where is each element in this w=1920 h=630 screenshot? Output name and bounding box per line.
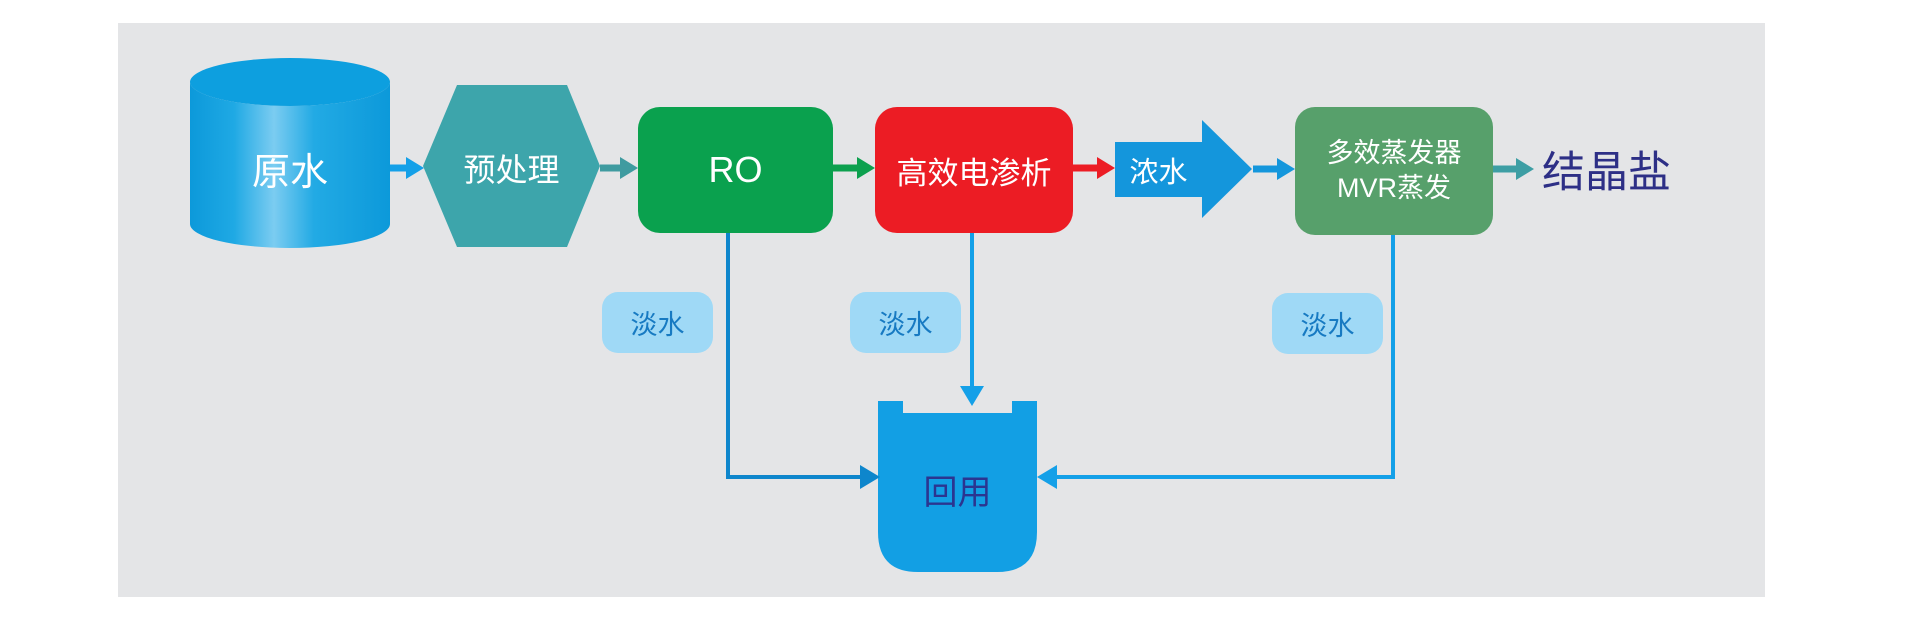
arrow-ro-to-electrodialysis bbox=[833, 157, 875, 179]
arrow-evaporator-to-salt bbox=[1493, 158, 1534, 180]
node-evaporator-label-line2: MVR蒸发 bbox=[1337, 173, 1451, 203]
stream-label-fresh-water-ro: 淡水 bbox=[602, 292, 713, 353]
arrow-raw-to-pretreatment bbox=[390, 157, 424, 179]
arrow-electrodialysis-to-concentrate bbox=[1073, 157, 1115, 179]
node-evaporator-label-line1: 多效蒸发器 bbox=[1326, 137, 1462, 168]
node-electrodialysis-box: 高效电渗析 bbox=[875, 107, 1073, 233]
stream-label-fresh-water-evaporator: 淡水 bbox=[1272, 293, 1383, 354]
connector-electrodialysis-to-reuse bbox=[960, 233, 984, 406]
pretreatment-hexagon bbox=[423, 85, 600, 247]
node-concentrate-label: 浓水 bbox=[1129, 156, 1188, 189]
reuse-tank-shape bbox=[878, 401, 1037, 572]
node-reuse-label: 回用 bbox=[923, 473, 992, 512]
concentrate-arrow-shape bbox=[1115, 120, 1252, 218]
node-ro-label: RO bbox=[708, 149, 763, 190]
connector-evaporator-to-reuse bbox=[1037, 235, 1395, 489]
node-ro-box: RO bbox=[638, 107, 833, 233]
stream-label-fresh-water-electrodialysis: 淡水 bbox=[850, 292, 961, 353]
raw-water-cylinder-top bbox=[190, 58, 390, 106]
node-raw-water-label: 原水 bbox=[251, 151, 328, 194]
connector-ro-to-reuse bbox=[726, 233, 880, 489]
node-pretreatment-label: 预处理 bbox=[463, 152, 560, 188]
arrow-concentrate-to-evaporator bbox=[1253, 158, 1295, 180]
node-evaporator-box: 多效蒸发器 MVR蒸发 bbox=[1295, 107, 1493, 235]
arrow-pretreatment-to-ro bbox=[600, 157, 638, 179]
raw-water-cylinder-body bbox=[190, 82, 390, 248]
node-electrodialysis-label: 高效电渗析 bbox=[896, 155, 1052, 191]
node-crystal-salt-label: 结晶盐 bbox=[1542, 149, 1671, 197]
